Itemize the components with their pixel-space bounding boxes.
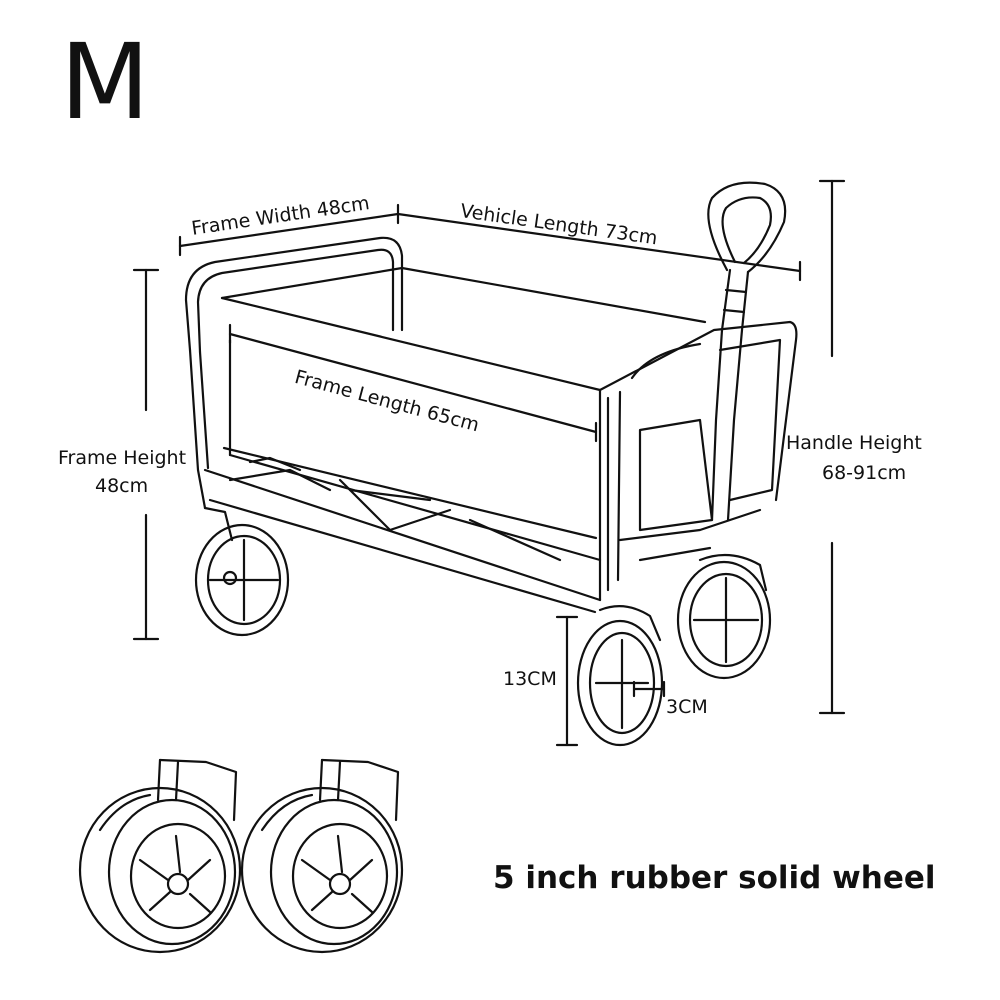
wagon-frame [184, 236, 798, 614]
frame-height-value: 48cm [95, 475, 149, 497]
wagon-wheels [194, 506, 772, 747]
wheel-width-label: 3CM [666, 696, 708, 718]
size-code: M [60, 21, 150, 143]
dimension-lines [132, 179, 846, 747]
handle [707, 181, 787, 522]
wheel-caption: 5 inch rubber solid wheel [493, 860, 936, 896]
handle-height-value: 68-91cm [822, 462, 907, 484]
handle-height-label: Handle Height [786, 432, 922, 454]
wheel-diameter-label: 13CM [503, 668, 557, 690]
wheel-illustrations [78, 758, 404, 954]
frame-height-label: Frame Height [58, 447, 187, 469]
